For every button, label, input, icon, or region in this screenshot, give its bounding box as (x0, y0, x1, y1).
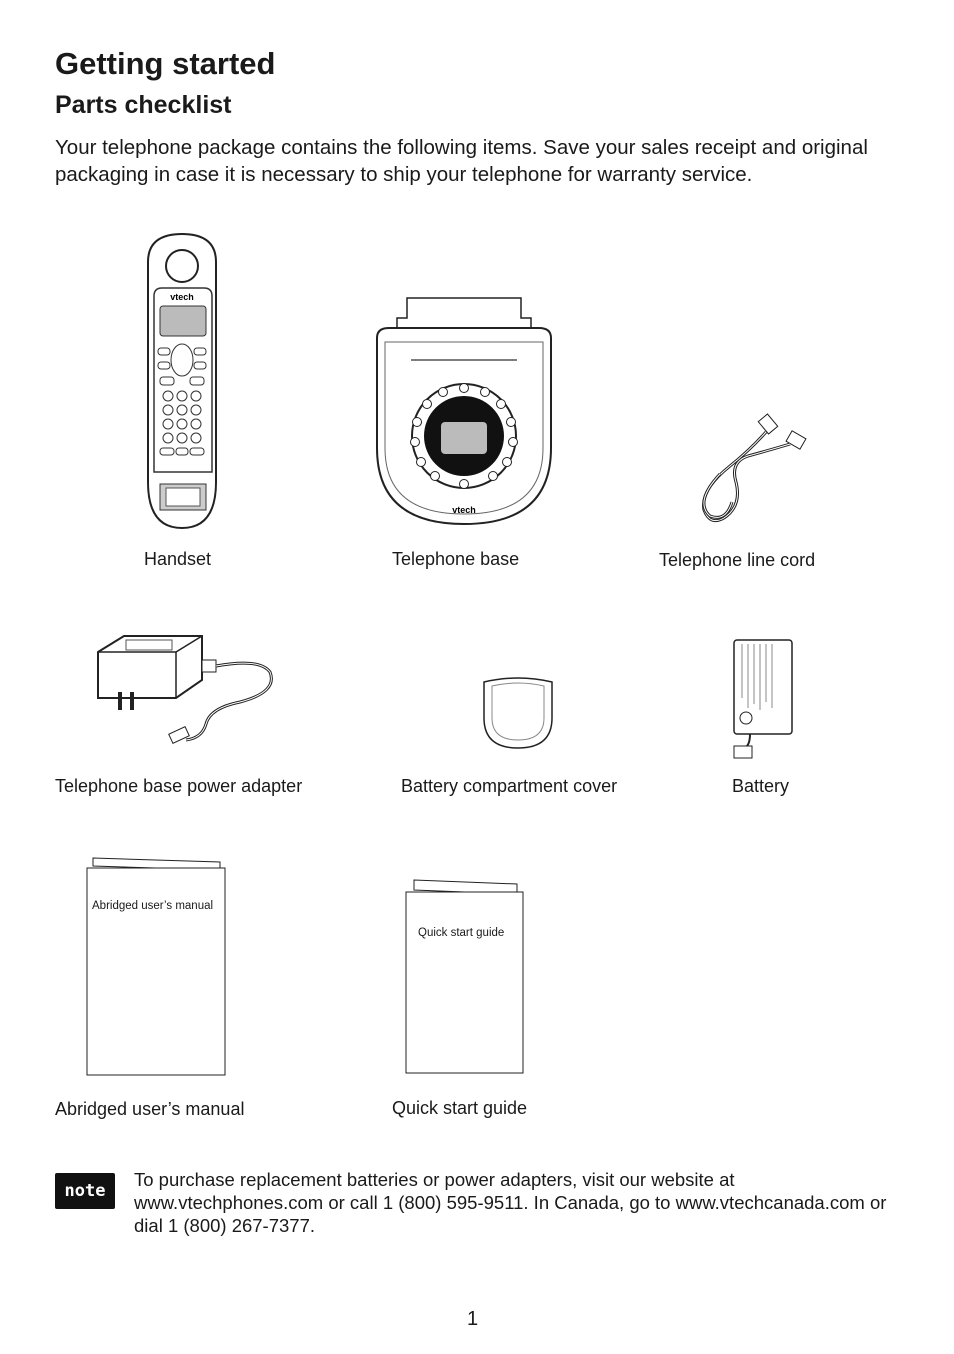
section-title: Parts checklist (55, 91, 232, 119)
caption-quick-guide: Quick start guide (392, 1098, 528, 1118)
note-text: To purchase replacement batteries or pow… (134, 1169, 887, 1236)
line-cord-icon (702, 413, 807, 523)
caption-line-cord: Telephone line cord (659, 550, 816, 570)
handset-icon: vtech (147, 232, 217, 530)
intro-paragraph: Your telephone package contains the foll… (55, 136, 868, 186)
power-adapter-icon (97, 635, 273, 744)
guide-booklet-title: Quick start guide (418, 927, 505, 939)
caption-telephone-base: Telephone base (392, 549, 520, 569)
caption-handset: Handset (144, 549, 212, 569)
manual-booklet-icon (86, 857, 226, 1076)
battery-cover-icon (483, 677, 553, 749)
page-title: Getting started (55, 46, 276, 81)
manual-booklet-title: Abridged user’s manual (92, 900, 214, 912)
battery-icon (733, 639, 793, 759)
page-number: 1 (467, 1308, 479, 1330)
caption-manual: Abridged user’s manual (55, 1099, 245, 1119)
note-badge-icon: note (55, 1173, 115, 1209)
caption-battery: Battery (732, 776, 790, 796)
handset-brand: vtech (170, 292, 194, 302)
caption-power-adapter: Telephone base power adapter (55, 776, 303, 796)
quick-guide-booklet-icon (405, 879, 524, 1074)
caption-battery-cover: Battery compartment cover (401, 776, 618, 796)
base-brand: vtech (452, 505, 476, 515)
telephone-base-icon: vtech (376, 297, 552, 526)
